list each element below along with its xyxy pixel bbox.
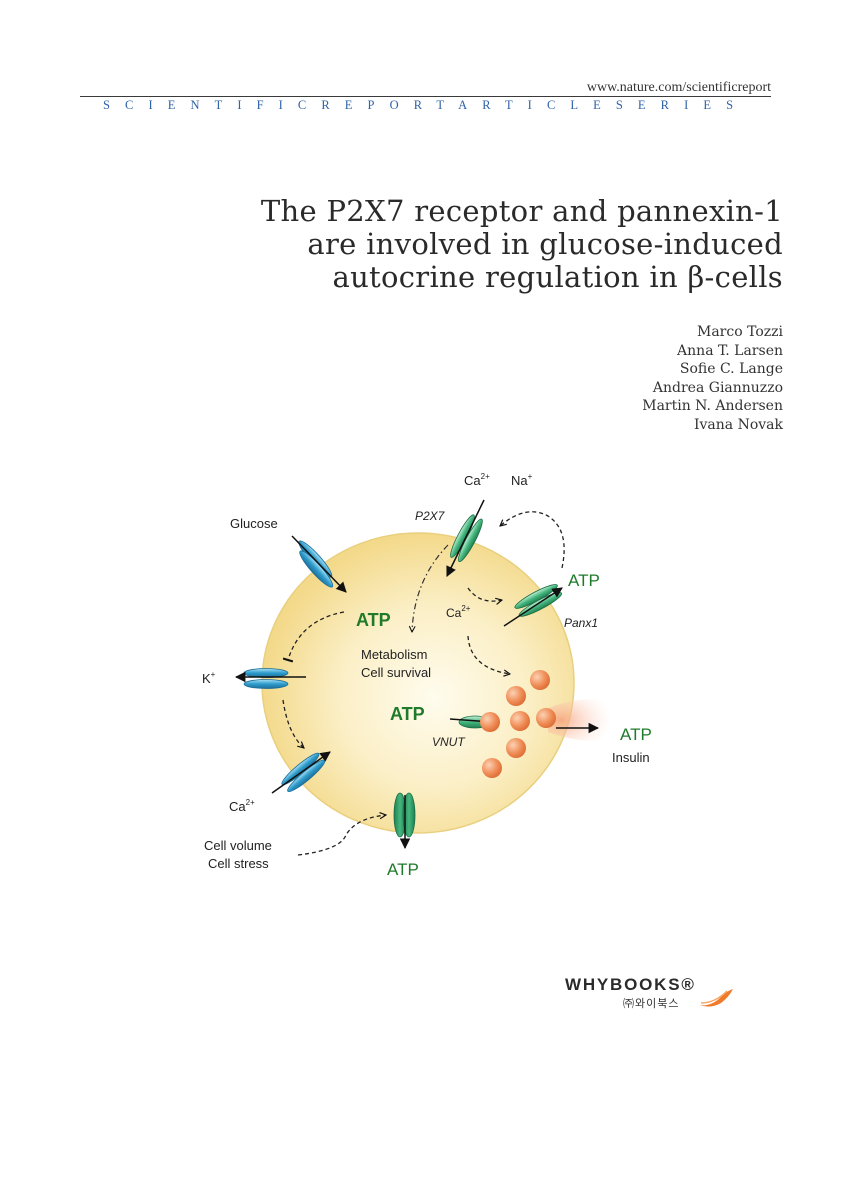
volume-atp-channel: [393, 792, 416, 838]
swoosh-icon: [699, 989, 733, 1007]
volume-stress-dashed: [297, 815, 386, 856]
publisher-name: WHYBOOKS®: [565, 975, 696, 994]
insulin-granule: [536, 708, 556, 728]
insulin-granule: [480, 712, 500, 732]
cell-stress-label: Cell stress: [208, 856, 269, 871]
article-title: The P2X7 receptor and pannexin-1 are inv…: [183, 195, 783, 294]
ca-label-left: Ca2+: [229, 798, 255, 814]
publisher-korean-name: ㈜와이북스: [623, 997, 680, 1010]
cell-body: [261, 532, 575, 834]
k-label: K+: [202, 670, 216, 686]
insulin-granule: [530, 670, 550, 690]
author-name: Anna T. Larsen: [677, 342, 783, 359]
insulin-label: Insulin: [612, 750, 650, 765]
insulin-granule: [506, 738, 526, 758]
panx1-label: Panx1: [564, 616, 598, 630]
author-name: Martin N. Andersen: [642, 398, 783, 415]
insulin-granule: [482, 758, 502, 778]
ca-label-top: Ca2+: [464, 472, 490, 488]
author-name: Andrea Giannuzzo: [652, 379, 783, 396]
series-banner: SCIENTIFICREPORTARTICLESERIES: [103, 98, 749, 112]
p2x7-dotdash: [412, 544, 449, 632]
p2x7-influx-arrow: [446, 499, 485, 577]
ca-label-inner: Ca2+: [446, 604, 471, 620]
insulin-release-glow: [548, 699, 612, 741]
author-name: Sofie C. Lange: [679, 361, 783, 378]
author-list: Marco Tozzi Anna T. Larsen Sofie C. Lang…: [642, 323, 783, 435]
header-rule: [80, 96, 771, 97]
journal-url: www.nature.com/scientificreport: [586, 80, 771, 95]
insulin-granule: [510, 711, 530, 731]
atp-vnut-label: ATP: [390, 704, 425, 724]
ca-influx-arrow: [271, 751, 331, 794]
glucose-label: Glucose: [230, 516, 278, 531]
atp-bottom-label: ATP: [387, 860, 419, 879]
title-line: The P2X7 receptor and pannexin-1: [260, 194, 783, 228]
atp-released-label: ATP: [620, 725, 652, 744]
publisher-logo: WHYBOOKS® ㈜와이북스: [565, 975, 745, 1015]
p2x7-label: P2X7: [415, 509, 446, 523]
na-label-top: Na+: [511, 472, 533, 488]
cell-volume-label: Cell volume: [204, 838, 272, 853]
vnut-label: VNUT: [432, 735, 466, 749]
panx1-release-arrow: [503, 587, 563, 627]
cell-survival-label: Cell survival: [361, 665, 431, 680]
atp-autocrine-loop: [500, 511, 565, 569]
atp-panx1-label: ATP: [568, 571, 600, 590]
atp-inner-label: ATP: [356, 610, 391, 630]
title-line: are involved in glucose-induced: [307, 227, 783, 261]
glucose-arrow: [291, 535, 347, 593]
title-line: autocrine regulation in β-cells: [332, 260, 783, 294]
k-to-ca-dashed: [282, 699, 304, 748]
p2x7-receptor: [450, 514, 483, 563]
insulin-granule: [506, 686, 526, 706]
author-name: Marco Tozzi: [696, 324, 783, 340]
ca-to-granules-dashed: [467, 635, 510, 674]
author-name: Ivana Novak: [693, 416, 783, 433]
metabolism-label: Metabolism: [361, 647, 427, 662]
atp-to-k-dashed: [282, 611, 345, 663]
ca-to-panx1-dashed: [467, 587, 502, 601]
